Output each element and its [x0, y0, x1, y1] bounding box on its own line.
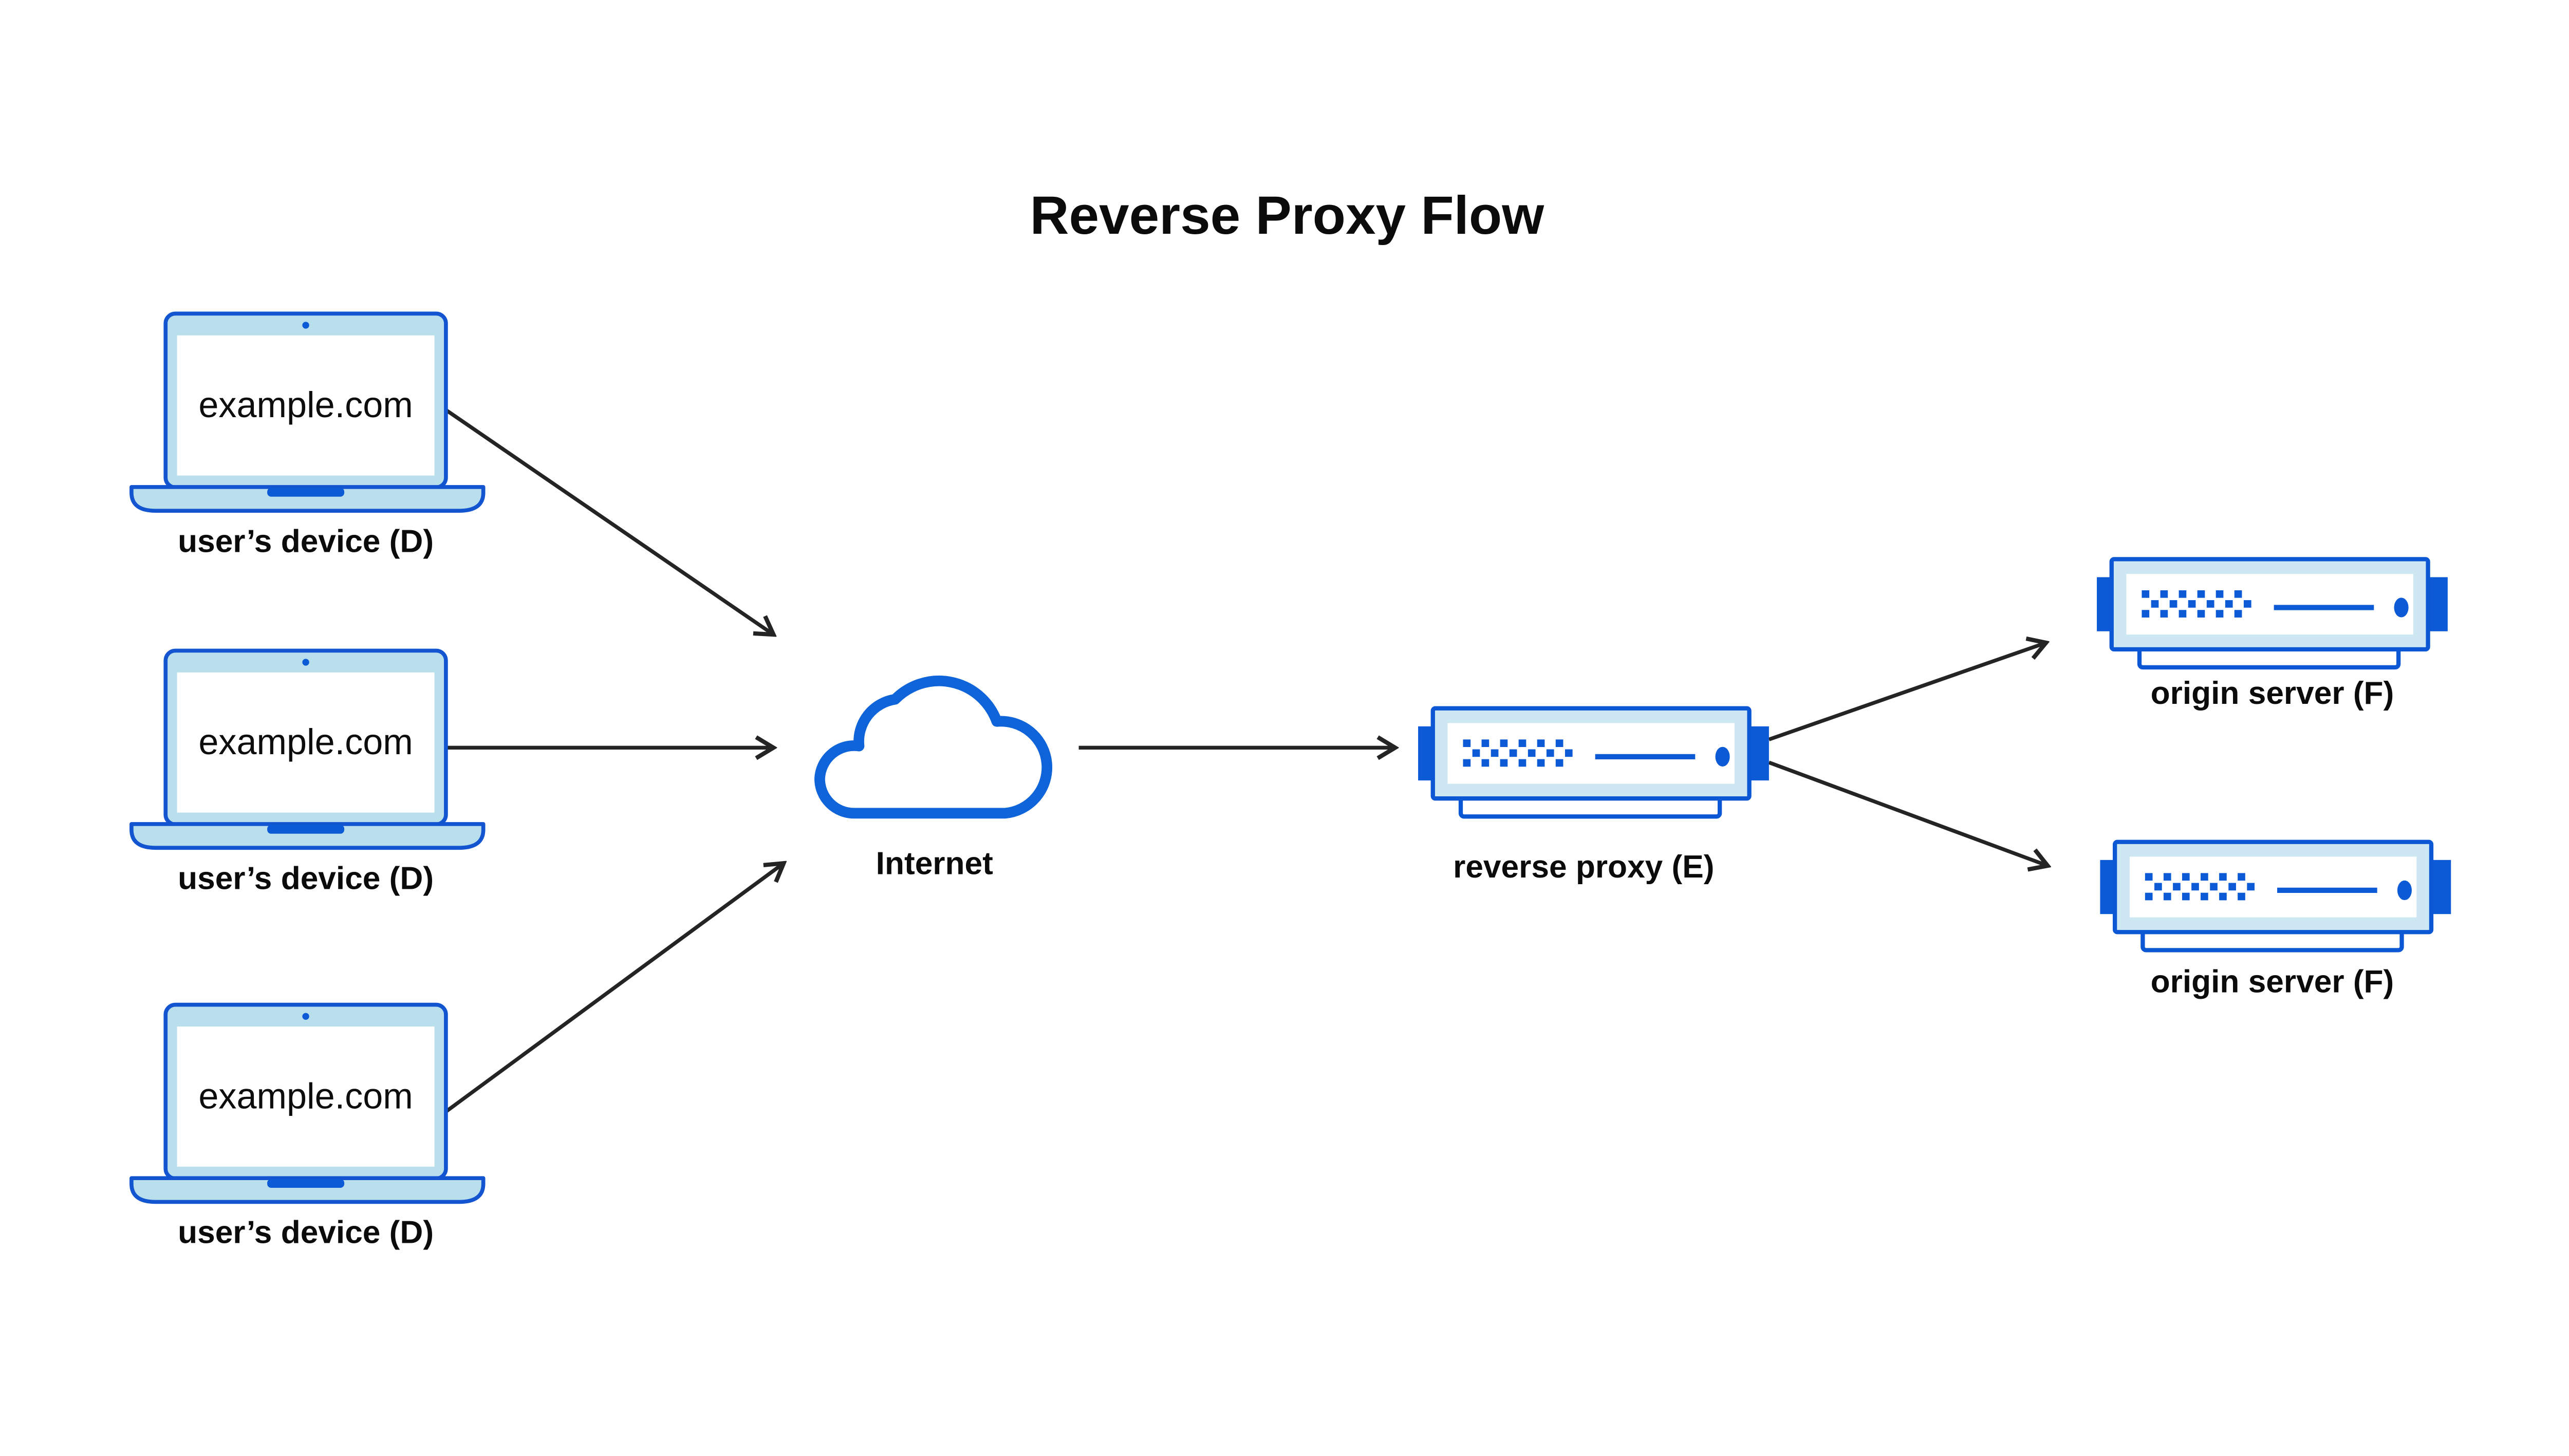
cloud-icon: [814, 676, 1053, 819]
arrow-device3-to-internet: [444, 863, 784, 1113]
edges-layer: [444, 408, 2047, 1113]
internet-caption: Internet: [876, 846, 993, 882]
node-internet: Internet: [814, 676, 1053, 882]
origin-server-caption: origin server (F): [2151, 964, 2394, 999]
arrow-proxy-to-origin1: [1768, 643, 2046, 741]
device-screen-text: example.com: [198, 721, 413, 762]
device-caption: user’s device (D): [178, 861, 434, 896]
device-caption: user’s device (D): [178, 524, 434, 559]
node-user-device-3: example.com user’s device (D): [132, 1005, 483, 1250]
server-icon: [2100, 842, 2451, 950]
arrow-device1-to-internet: [444, 408, 774, 634]
node-user-device-2: example.com user’s device (D): [132, 650, 483, 896]
origin-server-caption: origin server (F): [2151, 676, 2394, 711]
page-title: Reverse Proxy Flow: [1030, 185, 1544, 246]
arrow-proxy-to-origin2: [1768, 760, 2047, 866]
node-origin-server-2: origin server (F): [2100, 842, 2451, 999]
node-origin-server-1: origin server (F): [2097, 559, 2448, 711]
node-user-device-1: example.com user’s device (D): [132, 313, 483, 559]
server-icon: [1418, 708, 1769, 817]
device-caption: user’s device (D): [178, 1215, 434, 1250]
node-reverse-proxy: reverse proxy (E): [1418, 708, 1769, 885]
server-icon: [2097, 559, 2448, 667]
device-screen-text: example.com: [198, 1075, 413, 1116]
reverse-proxy-caption: reverse proxy (E): [1453, 849, 1714, 885]
device-screen-text: example.com: [198, 384, 413, 425]
